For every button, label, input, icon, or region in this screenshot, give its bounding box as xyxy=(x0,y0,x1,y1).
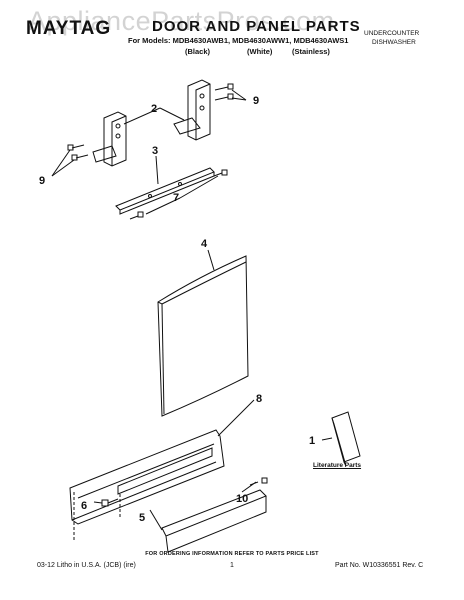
hinge-rail xyxy=(115,167,215,215)
control-panel-frame xyxy=(69,429,225,525)
callout-6: 6 xyxy=(81,500,87,512)
color-stainless: (Stainless) xyxy=(292,47,330,56)
literature-parts-label: Literature Parts xyxy=(313,462,362,469)
callout-9-right: 9 xyxy=(253,95,259,107)
kick-plate xyxy=(161,489,267,553)
watermark: AppliancePartsPros.com xyxy=(28,6,335,36)
callout-7: 7 xyxy=(173,192,179,204)
page-title: DOOR AND PANEL PARTS xyxy=(152,18,361,35)
product-type-line2: DISHWASHER xyxy=(372,39,416,46)
door-panel xyxy=(157,255,249,417)
callout-5: 5 xyxy=(139,512,145,524)
color-white: (White) xyxy=(247,47,273,56)
product-type-line1: UNDERCOUNTER xyxy=(364,30,420,37)
leader-lines xyxy=(51,89,333,531)
callout-4: 4 xyxy=(201,238,208,250)
callout-3: 3 xyxy=(152,145,158,157)
page-number: 1 xyxy=(230,562,234,569)
brand-logo: MAYTAG xyxy=(26,18,112,39)
left-hinge-bracket xyxy=(92,111,127,167)
color-black: (Black) xyxy=(185,47,211,56)
callout-2: 2 xyxy=(151,103,157,115)
left-screws xyxy=(67,144,89,161)
model-list: For Models: MDB4630AWB1, MDB4630AWW1, MD… xyxy=(128,36,349,45)
ordering-note: FOR ORDERING INFORMATION REFER TO PARTS … xyxy=(145,551,319,557)
right-hinge-bracket xyxy=(173,79,211,141)
litho-info: 03-12 Litho in U.S.A. (JCB) (ire) xyxy=(37,562,136,569)
callout-10: 10 xyxy=(236,493,248,505)
callout-1: 1 xyxy=(309,435,315,447)
dashed-guides xyxy=(73,492,121,540)
right-screws xyxy=(214,83,234,101)
callout-8: 8 xyxy=(256,393,262,405)
part-number: Part No. W10336551 Rev. C xyxy=(335,562,424,569)
literature-booklet xyxy=(331,411,361,467)
rail-screws xyxy=(129,169,228,220)
callout-9-left: 9 xyxy=(39,175,45,187)
